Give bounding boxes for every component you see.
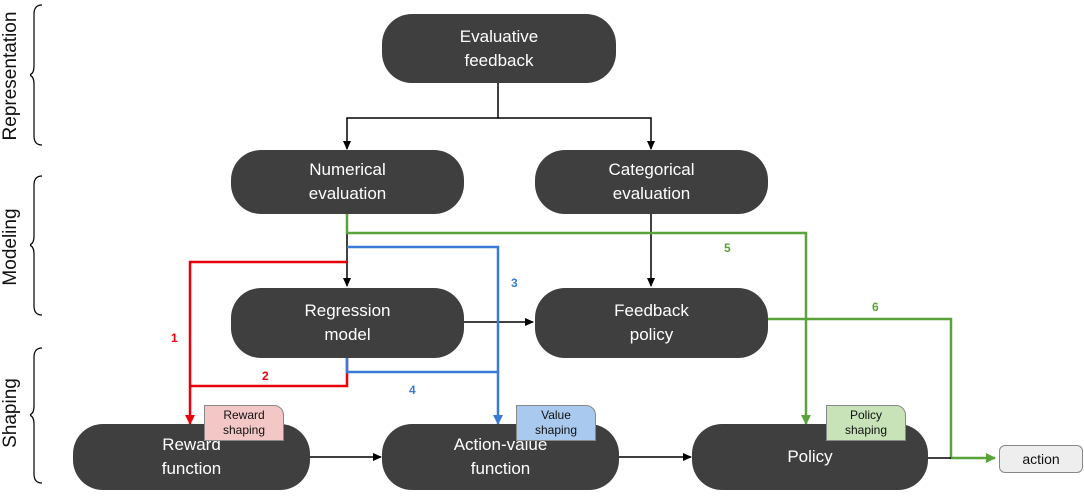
path-1-red (185, 260, 347, 425)
node-label: Regression (304, 301, 391, 320)
brace-modeling (30, 175, 43, 316)
path-label-1: 1 (171, 331, 178, 345)
path-label-2: 2 (262, 369, 269, 383)
path-5-green (345, 213, 811, 425)
node-label: function (470, 459, 531, 478)
path-6-green (766, 317, 996, 463)
tag-label: shaping (534, 423, 578, 437)
path-label-4: 4 (409, 383, 416, 397)
tag-label: Reward (223, 408, 265, 422)
section-label-representation: Representation (0, 11, 21, 141)
path-4-blue (345, 357, 498, 374)
node-label: Numerical (309, 160, 386, 179)
section-label-shaping: Shaping (0, 378, 21, 448)
node-feedback-policy: Feedback policy (535, 288, 768, 358)
path-label-5: 5 (724, 241, 731, 255)
tag-policy-shaping: Policy shaping (826, 405, 906, 441)
node-regression-model: Regression model (231, 288, 464, 358)
tag-label: shaping (222, 423, 266, 437)
node-label: function (161, 459, 222, 478)
node-label: Policy (787, 447, 833, 466)
node-categorical-evaluation: Categorical evaluation (535, 150, 768, 214)
section-braces (30, 4, 43, 484)
node-label: evaluation (308, 184, 387, 203)
brace-shaping (30, 347, 43, 484)
arrow-feedback-to-numerical (343, 82, 499, 150)
arrow-feedback-to-categorical (498, 117, 655, 150)
section-label-modeling: Modeling (0, 208, 21, 286)
tag-label: Value (541, 408, 571, 422)
node-label: Feedback (614, 301, 689, 320)
node-label: evaluation (612, 184, 691, 203)
node-label: Evaluative (459, 26, 539, 46)
action-output-box: action (999, 445, 1083, 473)
node-label: feedback (464, 50, 534, 70)
node-label: model (324, 325, 371, 344)
tag-reward-shaping: Reward shaping (204, 405, 284, 441)
black-connectors (309, 82, 692, 461)
node-action-value-function: Action-value function (382, 424, 619, 490)
tag-value-shaping: Value shaping (516, 405, 596, 441)
path-3-blue (347, 245, 503, 425)
tag-label: shaping (844, 423, 888, 437)
path-label-6: 6 (872, 300, 879, 314)
path-label-3: 3 (511, 276, 518, 290)
brace-representation (30, 4, 43, 146)
tag-label: Policy (849, 408, 882, 422)
node-label: Categorical (608, 160, 695, 179)
node-label: policy (629, 325, 674, 344)
node-evaluative-feedback: Evaluative feedback (382, 14, 616, 83)
node-numerical-evaluation: Numerical evaluation (231, 150, 464, 214)
